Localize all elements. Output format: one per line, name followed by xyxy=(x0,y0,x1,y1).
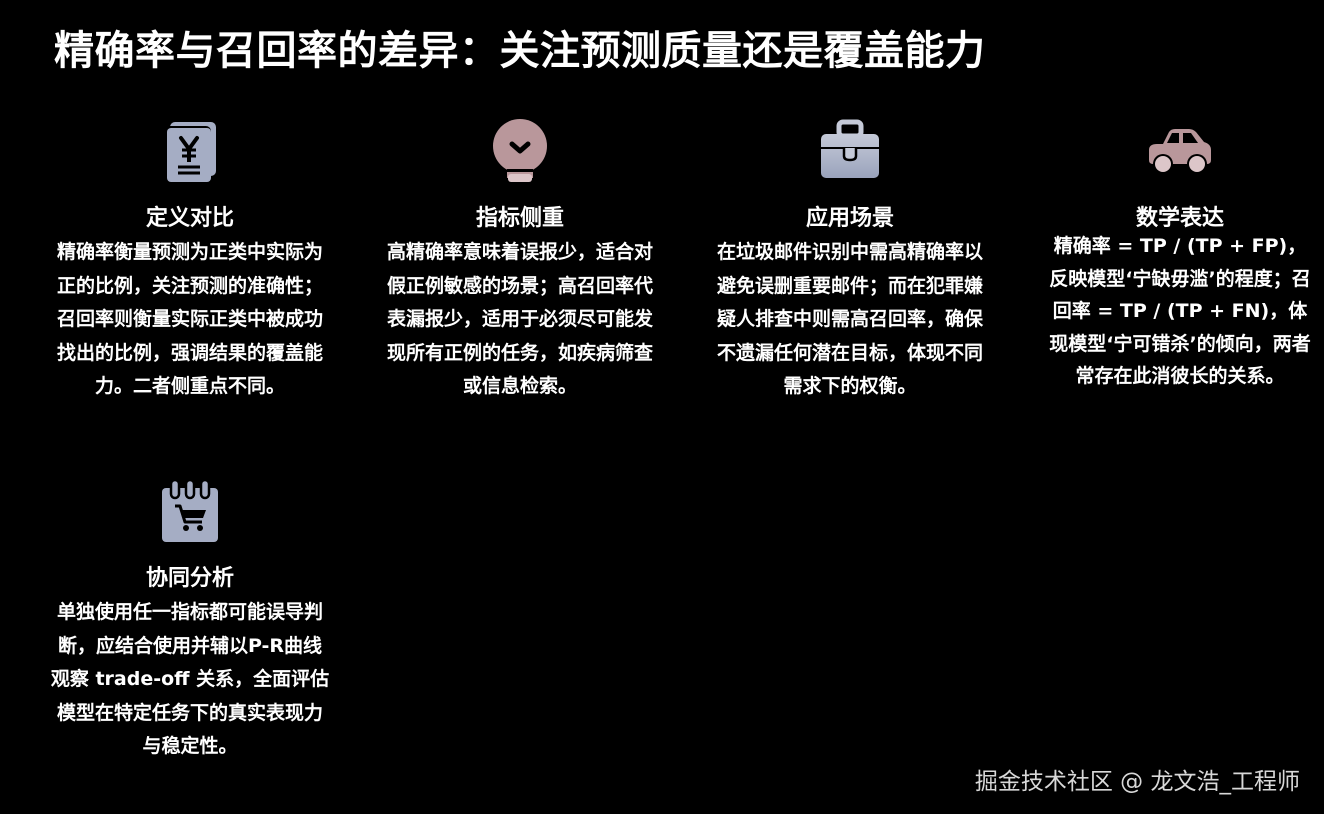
card-title: 数学表达 xyxy=(1135,206,1224,231)
car-icon xyxy=(1149,129,1211,174)
card-body: 在垃圾邮件识别中需高精确率以避免误删重要邮件；而在犯罪嫌疑人排查中则需高召回率，… xyxy=(716,241,983,397)
card-math-expression: 数学表达 精确率 = TP / (TP + FP)，反映模型‘宁缺毋滥’的程度；… xyxy=(1045,116,1315,393)
lightbulb-icon xyxy=(493,119,547,182)
card-body: 单独使用任一指标都可能误导判断，应结合使用并辅以P-R曲线观察 trade-of… xyxy=(50,601,330,757)
card-metric-focus: 指标侧重 高精确率意味着误报少，适合对假正例敏感的场景；高召回率代表漏报少，适用… xyxy=(385,116,655,404)
page-title: 精确率与召回率的差异：关注预测质量还是覆盖能力 xyxy=(54,28,986,74)
card-joint-analysis: 协同分析 单独使用任一指标都可能误导判断，应结合使用并辅以P-R曲线观察 tra… xyxy=(50,476,330,764)
card-definition-comparison: 定义对比 精确率衡量预测为正类中实际为正的比例，关注预测的准确性；召回率则衡量实… xyxy=(55,116,325,404)
watermark: 掘金技术社区 @ 龙文浩_工程师 xyxy=(974,769,1300,795)
card-title: 应用场景 xyxy=(805,206,894,231)
card-application-scenarios: 应用场景 在垃圾邮件识别中需高精确率以避免误删重要邮件；而在犯罪嫌疑人排查中则需… xyxy=(715,116,985,404)
card-body: 精确率 = TP / (TP + FP)，反映模型‘宁缺毋滥’的程度；召回率 =… xyxy=(1049,235,1311,387)
card-body: 高精确率意味着误报少，适合对假正例敏感的场景；高召回率代表漏报少，适用于必须尽可… xyxy=(386,241,653,397)
briefcase-icon xyxy=(821,119,879,178)
card-title: 协同分析 xyxy=(145,566,234,591)
money-document-icon xyxy=(165,122,216,182)
card-title: 定义对比 xyxy=(145,206,234,231)
card-title: 指标侧重 xyxy=(475,206,564,231)
calendar-cart-icon xyxy=(162,478,218,542)
card-body: 精确率衡量预测为正类中实际为正的比例，关注预测的准确性；召回率则衡量实际正类中被… xyxy=(56,241,323,397)
